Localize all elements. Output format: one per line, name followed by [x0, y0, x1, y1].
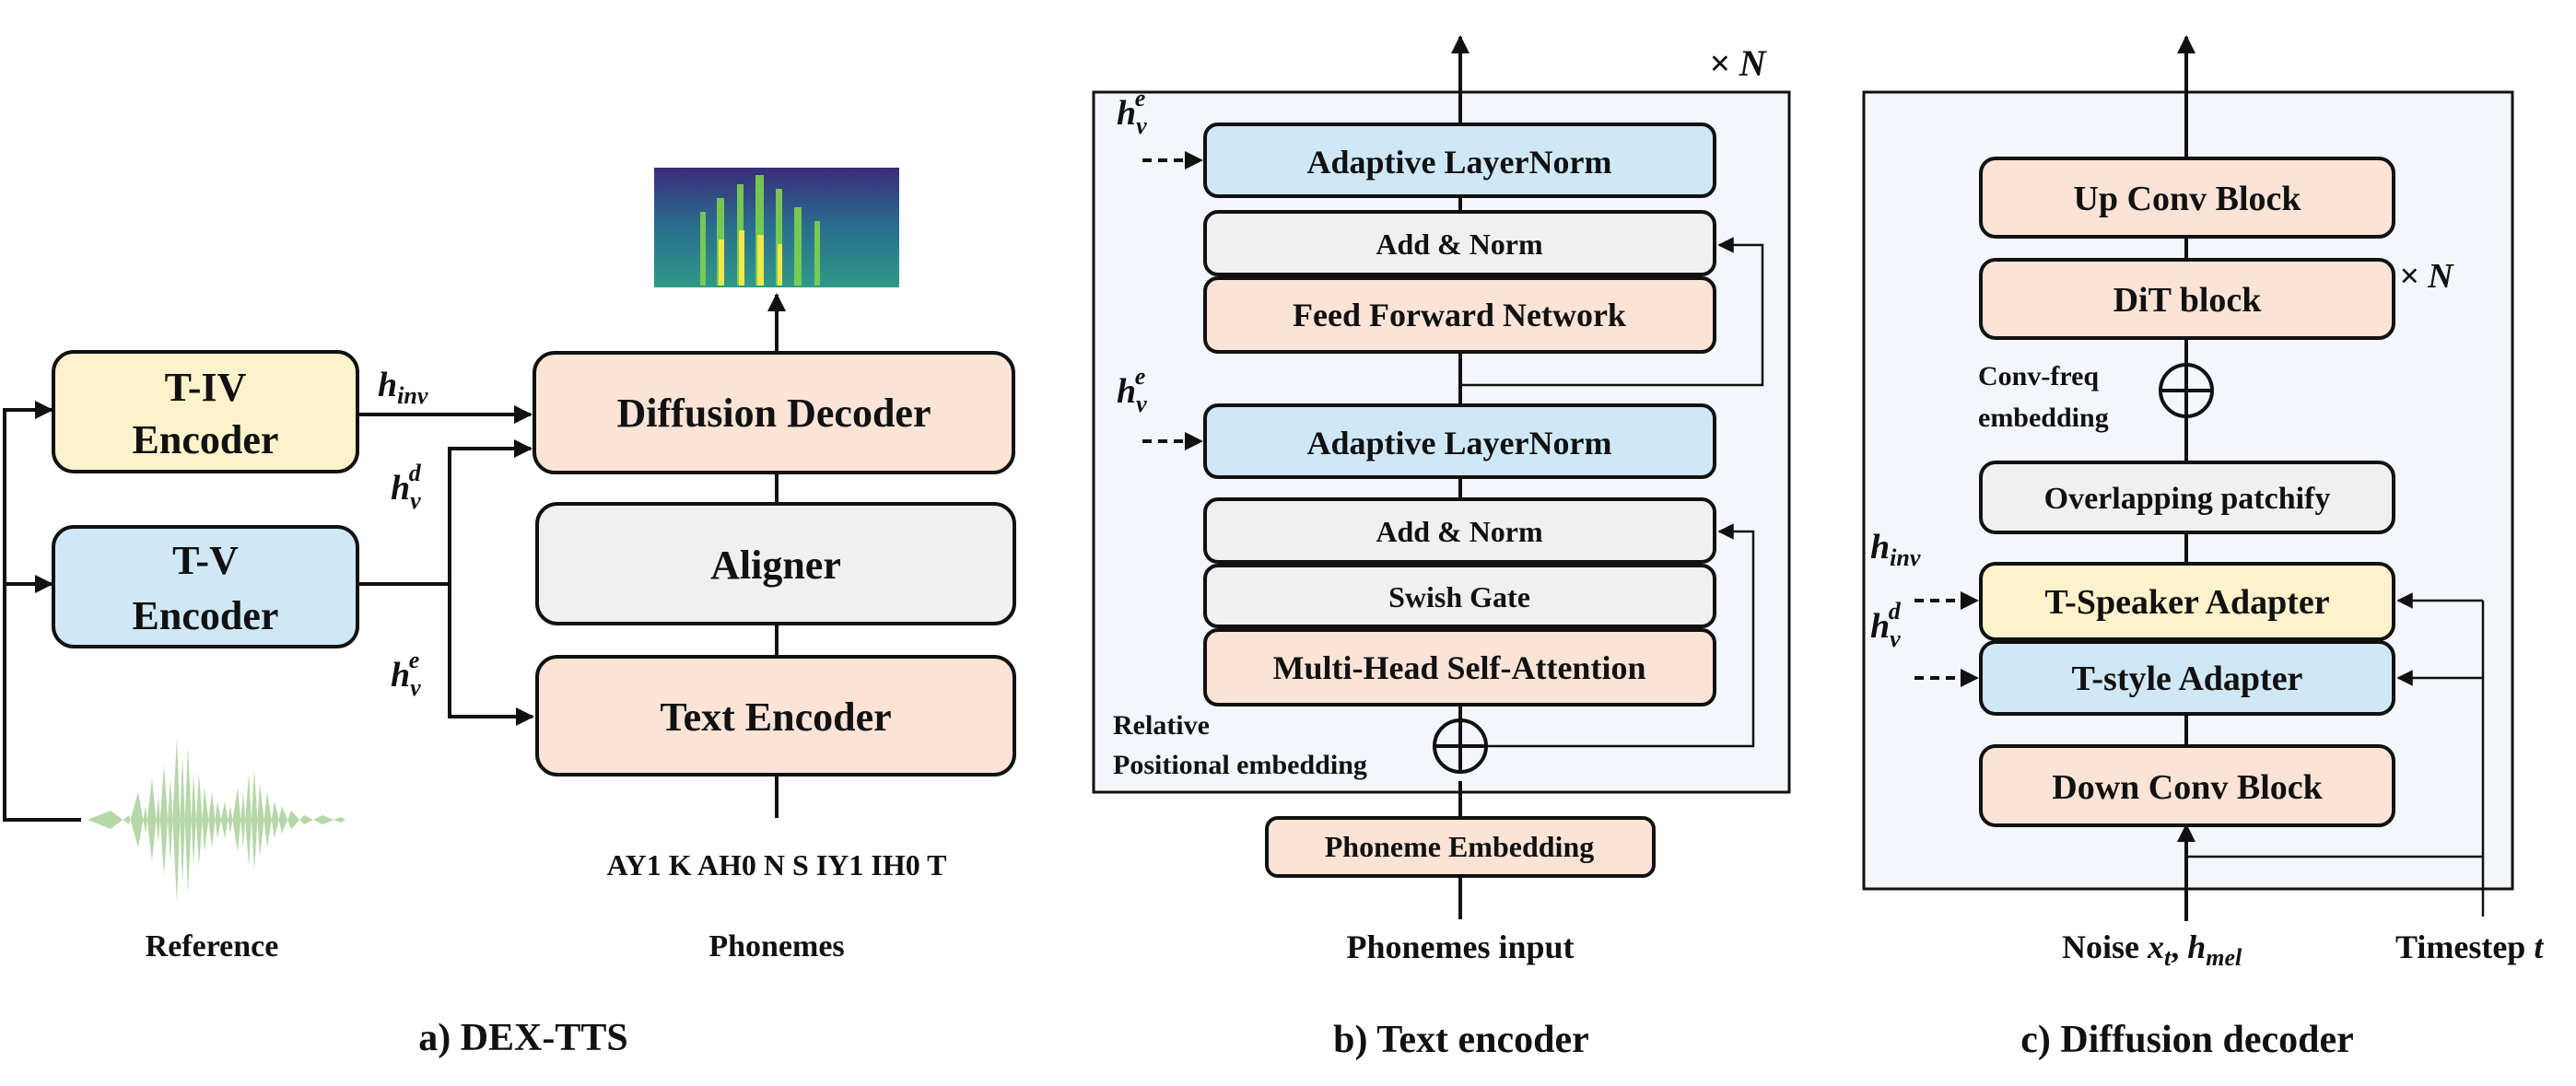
text-encoder-label: Text Encoder — [660, 695, 891, 740]
hvd-arrow — [357, 439, 533, 586]
tiv-encoder-line1: T-IV — [165, 365, 247, 410]
svg-text:hve: hve — [1117, 363, 1147, 417]
tv-encoder-line1: T-V — [172, 538, 239, 583]
style-adapter-box: T-style Adapter — [1979, 640, 2395, 716]
phonemes-label: Phonemes — [708, 929, 844, 963]
residual-arrow-ffn — [1460, 237, 1764, 387]
hve-arrow — [448, 584, 534, 726]
mhsa-label: Multi-Head Self-Attention — [1273, 649, 1646, 686]
conv-freq-label-line2: embedding — [1978, 403, 2109, 433]
conv-freq-label-line1: Conv-freq — [1978, 361, 2099, 391]
svg-text:Timestep t: Timestep t — [2395, 928, 2544, 965]
repeat-label-c: × N — [2399, 257, 2454, 296]
up-conv-box: Up Conv Block — [1979, 157, 2395, 239]
relpos-label-line2: Positional embedding — [1113, 750, 1367, 780]
tiv-encoder-box: T-IV Encoder — [52, 350, 359, 473]
svg-text:hinv: hinv — [1870, 528, 1921, 571]
svg-text:hve: hve — [1117, 85, 1147, 139]
phonemes-input-label: Phonemes input — [1346, 928, 1574, 965]
timestep-label: Timestep t — [2395, 928, 2544, 965]
panel-c: Up Conv Block DiT block × N Conv-freq em… — [1862, 35, 2544, 1061]
aligner-box: Aligner — [535, 502, 1016, 625]
phoneme-sequence: AY1 K AH0 N S IY1 IH0 T — [607, 848, 947, 882]
reference-to-tiv-arrow — [3, 401, 81, 822]
adaptive-layernorm-bottom-label: Adaptive LayerNorm — [1307, 425, 1612, 461]
adaptive-layernorm-top-box: Adaptive LayerNorm — [1203, 123, 1716, 198]
tiv-encoder-line2: Encoder — [133, 417, 279, 462]
phoneme-embedding-label: Phoneme Embedding — [1325, 830, 1594, 863]
swish-gate-box: Swish Gate — [1203, 564, 1716, 628]
svg-text:hvd: hvd — [1870, 598, 1902, 652]
h-v-e-label-b-top: hve — [1117, 85, 1147, 139]
patchify-box: Overlapping patchify — [1979, 461, 2395, 534]
conv-freq-add-icon — [2159, 363, 2214, 418]
swish-gate-label: Swish Gate — [1388, 580, 1530, 613]
speaker-adapter-box: T-Speaker Adapter — [1979, 562, 2395, 641]
dit-block-label: DiT block — [2113, 281, 2263, 320]
caption-c: c) Diffusion decoder — [2020, 1019, 2354, 1061]
adaptive-layernorm-bottom-box: Adaptive LayerNorm — [1203, 403, 1716, 479]
panel-a: Diffusion Decoder Aligner Text Encoder A… — [3, 168, 1016, 1059]
svg-text:Noise xt, hmel: Noise xt, hmel — [2062, 928, 2242, 971]
text-encoder-box: Text Encoder — [535, 655, 1016, 777]
h-v-e-label-a: hve — [391, 647, 421, 701]
svg-text:hvd: hvd — [391, 460, 422, 514]
caption-a: a) DEX-TTS — [418, 1017, 628, 1059]
diffusion-decoder-label: Diffusion Decoder — [617, 391, 931, 436]
h-inv-label-c: hinv — [1870, 528, 1921, 571]
h-v-e-label-b-bottom: hve — [1117, 363, 1147, 417]
phoneme-embedding-box: Phoneme Embedding — [1265, 816, 1656, 878]
style-adapter-label: T-style Adapter — [2072, 660, 2303, 698]
mhsa-box: Multi-Head Self-Attention — [1203, 628, 1716, 706]
positional-add-icon — [1433, 718, 1488, 774]
caption-b: b) Text encoder — [1333, 1019, 1589, 1061]
speaker-adapter-label: T-Speaker Adapter — [2044, 583, 2329, 622]
diffusion-decoder-box: Diffusion Decoder — [533, 351, 1015, 474]
add-norm-bottom-box: Add & Norm — [1203, 497, 1716, 564]
h-inv-label-a: hinv — [378, 366, 428, 409]
aligner-label: Aligner — [710, 543, 841, 588]
patchify-label: Overlapping patchify — [2044, 482, 2331, 516]
h-v-d-label-c: hvd — [1870, 598, 1902, 652]
tv-encoder-line2: Encoder — [133, 593, 279, 638]
h-v-d-label-a: hvd — [391, 460, 422, 514]
tv-encoder-box: T-V Encoder — [52, 525, 359, 648]
down-conv-box: Down Conv Block — [1979, 744, 2395, 827]
add-norm-bottom-label: Add & Norm — [1376, 515, 1543, 548]
residual-arrow-attn — [1486, 523, 1755, 748]
audio-waveform-image — [88, 737, 345, 903]
add-norm-top-box: Add & Norm — [1203, 210, 1716, 276]
repeat-label-b: × N — [1709, 42, 1768, 84]
relpos-label-line1: Relative — [1113, 710, 1210, 741]
adaptive-layernorm-top-label: Adaptive LayerNorm — [1307, 144, 1612, 181]
panel-b: × N Adaptive LayerNorm Add & Norm Feed F… — [1092, 35, 1791, 1061]
dit-block-box: DiT block — [1979, 258, 2395, 340]
ffn-label: Feed Forward Network — [1293, 297, 1626, 333]
ffn-box: Feed Forward Network — [1203, 276, 1716, 354]
reference-label: Reference — [146, 929, 279, 963]
svg-text:hve: hve — [391, 647, 421, 701]
noise-label: Noise xt, hmel — [2062, 928, 2242, 971]
mel-spectrogram-image — [654, 168, 899, 287]
add-norm-top-label: Add & Norm — [1376, 228, 1543, 261]
down-conv-label: Down Conv Block — [2052, 768, 2323, 807]
svg-text:hinv: hinv — [378, 366, 428, 409]
up-conv-label: Up Conv Block — [2073, 180, 2301, 218]
